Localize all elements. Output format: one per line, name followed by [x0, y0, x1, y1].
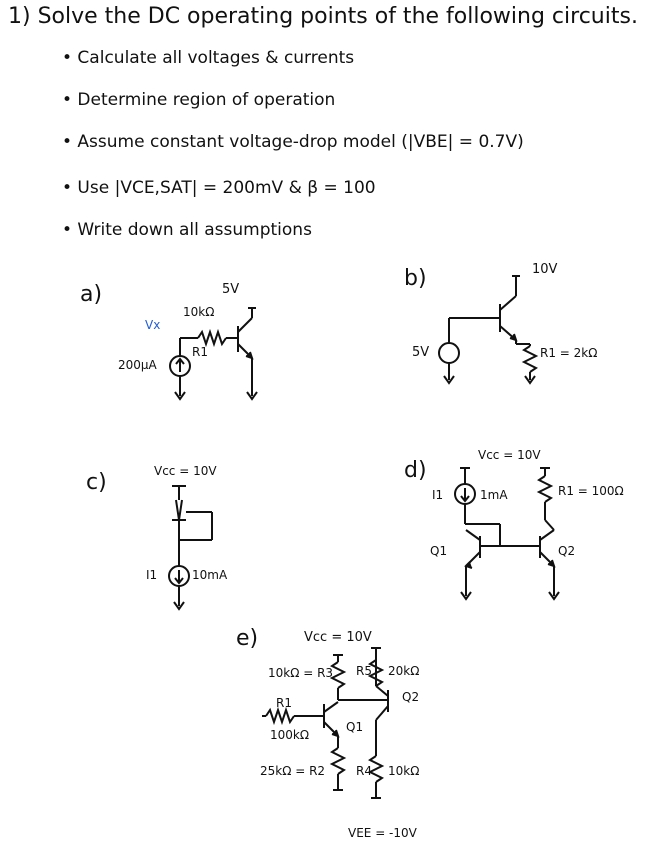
part-e-label: e) [236, 626, 259, 651]
source-c-value: 10mA [192, 568, 228, 582]
supply-c: Vcc = 10V [154, 464, 217, 478]
resistor-a-value: 10kΩ [183, 305, 215, 319]
bullet-4: • Use |VCE,SAT| = 200mV & β = 100 [62, 178, 376, 198]
supply-b: 10V [532, 262, 558, 277]
circuit-d [454, 467, 560, 601]
source-c-name: I1 [146, 568, 158, 582]
resistor-a-name: R1 [192, 345, 208, 359]
bullet-5: • Write down all assumptions [62, 220, 312, 240]
supply-e: Vcc = 10V [304, 630, 372, 645]
circuit-c [168, 485, 213, 611]
q2-d-label: Q2 [558, 544, 576, 558]
circuit-e [262, 647, 389, 799]
r2-label: 25kΩ = R2 [260, 764, 326, 778]
resistor-r2 [329, 747, 347, 775]
part-d-label: d) [404, 458, 427, 483]
part-b-label: b) [404, 266, 427, 291]
q2-e-label: Q2 [402, 690, 420, 704]
r5-label: R5 [356, 664, 372, 678]
source-d-name: I1 [432, 488, 444, 502]
circuit-a [169, 307, 258, 401]
part-c-label: c) [86, 470, 107, 495]
r4-label: R4 [356, 764, 372, 778]
resistor-a [197, 328, 227, 348]
q1-e-label: Q1 [346, 720, 364, 734]
resistor-r4 [367, 755, 385, 783]
node-vx: Vx [145, 318, 161, 332]
q1-d-label: Q1 [430, 544, 448, 558]
r4-value: 10kΩ [388, 764, 420, 778]
r1-e-value: 100kΩ [270, 728, 310, 742]
resistor-b [521, 345, 539, 373]
bullet-3: • Assume constant voltage-drop model (|V… [62, 132, 524, 152]
bullet-2: • Determine region of operation [62, 90, 336, 110]
voltage-source-b [438, 342, 460, 364]
part-a-label: a) [80, 282, 103, 307]
resistor-r5 [367, 659, 385, 687]
r3-label: 10kΩ = R3 [268, 666, 334, 680]
resistor-d [536, 475, 554, 503]
bullet-1: • Calculate all voltages & currents [62, 48, 355, 68]
circuit-b [438, 275, 539, 385]
r1-e-label: R1 [276, 696, 292, 710]
vee-label: VEE = -10V [348, 826, 417, 840]
supply-a: 5V [222, 282, 240, 297]
r5-value: 20kΩ [388, 664, 420, 678]
resistor-r1 [265, 706, 295, 726]
problem-heading: 1) Solve the DC operating points of the … [8, 4, 638, 29]
ground-arrow-a2 [246, 391, 258, 401]
source-d-value: 1mA [480, 488, 508, 502]
source-a-value: 200μA [118, 358, 157, 372]
source-b-value: 5V [412, 345, 430, 360]
ground-arrow-a1 [174, 391, 186, 401]
resistor-r3 [329, 661, 347, 689]
resistor-d-value: R1 = 100Ω [558, 484, 624, 498]
supply-d: Vcc = 10V [478, 448, 541, 462]
resistor-b-value: R1 = 2kΩ [540, 346, 598, 360]
